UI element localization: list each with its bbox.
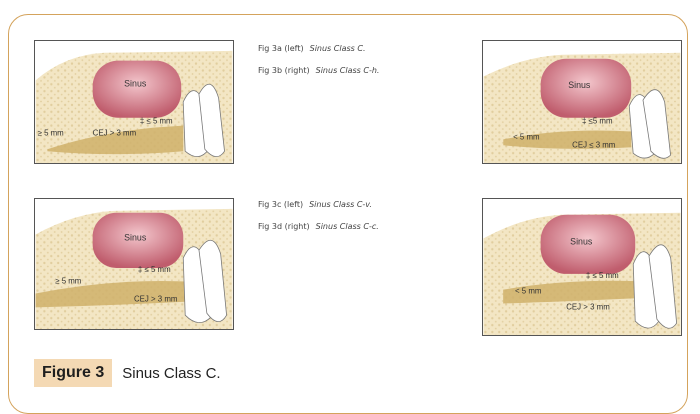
- width-label: < 5 mm: [513, 132, 540, 141]
- sinus-label: Sinus: [568, 80, 591, 90]
- cej-label: CEJ ≤ 3 mm: [572, 140, 616, 149]
- caption-label: Fig 3b (right): [258, 66, 310, 75]
- diagram-fig-3d: Sinus ‡ ≤ 5 mm < 5 mm CEJ > 3 mm: [483, 199, 681, 335]
- height-label: ‡ ≤ 5 mm: [140, 117, 173, 126]
- width-label: ≥ 5 mm: [38, 128, 65, 137]
- caption-text: Sinus Class C-c.: [316, 222, 379, 231]
- diagram-fig-3c: Sinus ‡ ≤ 5 mm ≥ 5 mm CEJ > 3 mm: [35, 199, 233, 329]
- caption-label: Fig 3c (left): [258, 200, 303, 209]
- caption-fig-3c: Fig 3c (left) Sinus Class C-v.: [258, 200, 372, 209]
- figure-caption: Figure 3 Sinus Class C.: [34, 359, 221, 387]
- cej-label: CEJ > 3 mm: [93, 128, 137, 137]
- cej-label: CEJ > 3 mm: [566, 302, 610, 311]
- diagram-fig-3b: Sinus ‡ ≤5 mm < 5 mm CEJ ≤ 3 mm: [483, 41, 681, 163]
- width-label: < 5 mm: [515, 287, 542, 296]
- caption-fig-3a: Fig 3a (left) Sinus Class C.: [258, 44, 365, 53]
- height-label: ‡ ≤5 mm: [582, 117, 613, 126]
- panel-fig-3b: Sinus ‡ ≤5 mm < 5 mm CEJ ≤ 3 mm: [482, 40, 682, 164]
- caption-fig-3d: Fig 3d (right) Sinus Class C-c.: [258, 222, 379, 231]
- caption-text: Sinus Class C-v.: [309, 200, 372, 209]
- figure-title: Sinus Class C.: [122, 365, 220, 382]
- caption-label: Fig 3a (left): [258, 44, 304, 53]
- panel-fig-3d: Sinus ‡ ≤ 5 mm < 5 mm CEJ > 3 mm: [482, 198, 682, 336]
- sinus-label: Sinus: [124, 78, 147, 88]
- caption-text: Sinus Class C.: [310, 44, 366, 53]
- figure-number: Figure 3: [34, 359, 112, 387]
- sinus-label: Sinus: [124, 232, 147, 242]
- caption-text: Sinus Class C-h.: [316, 66, 380, 75]
- sinus-shape: [93, 61, 182, 118]
- caption-label: Fig 3d (right): [258, 222, 310, 231]
- caption-fig-3b: Fig 3b (right) Sinus Class C-h.: [258, 66, 379, 75]
- width-label: ≥ 5 mm: [55, 277, 82, 286]
- sinus-label: Sinus: [570, 236, 593, 246]
- panel-fig-3a: Sinus ‡ ≤ 5 mm ≥ 5 mm CEJ > 3 mm: [34, 40, 234, 164]
- diagram-fig-3a: Sinus ‡ ≤ 5 mm ≥ 5 mm CEJ > 3 mm: [35, 41, 233, 163]
- height-label: ‡ ≤ 5 mm: [138, 265, 171, 274]
- height-label: ‡ ≤ 5 mm: [586, 271, 619, 280]
- cej-label: CEJ > 3 mm: [134, 294, 178, 303]
- panel-fig-3c: Sinus ‡ ≤ 5 mm ≥ 5 mm CEJ > 3 mm: [34, 198, 234, 330]
